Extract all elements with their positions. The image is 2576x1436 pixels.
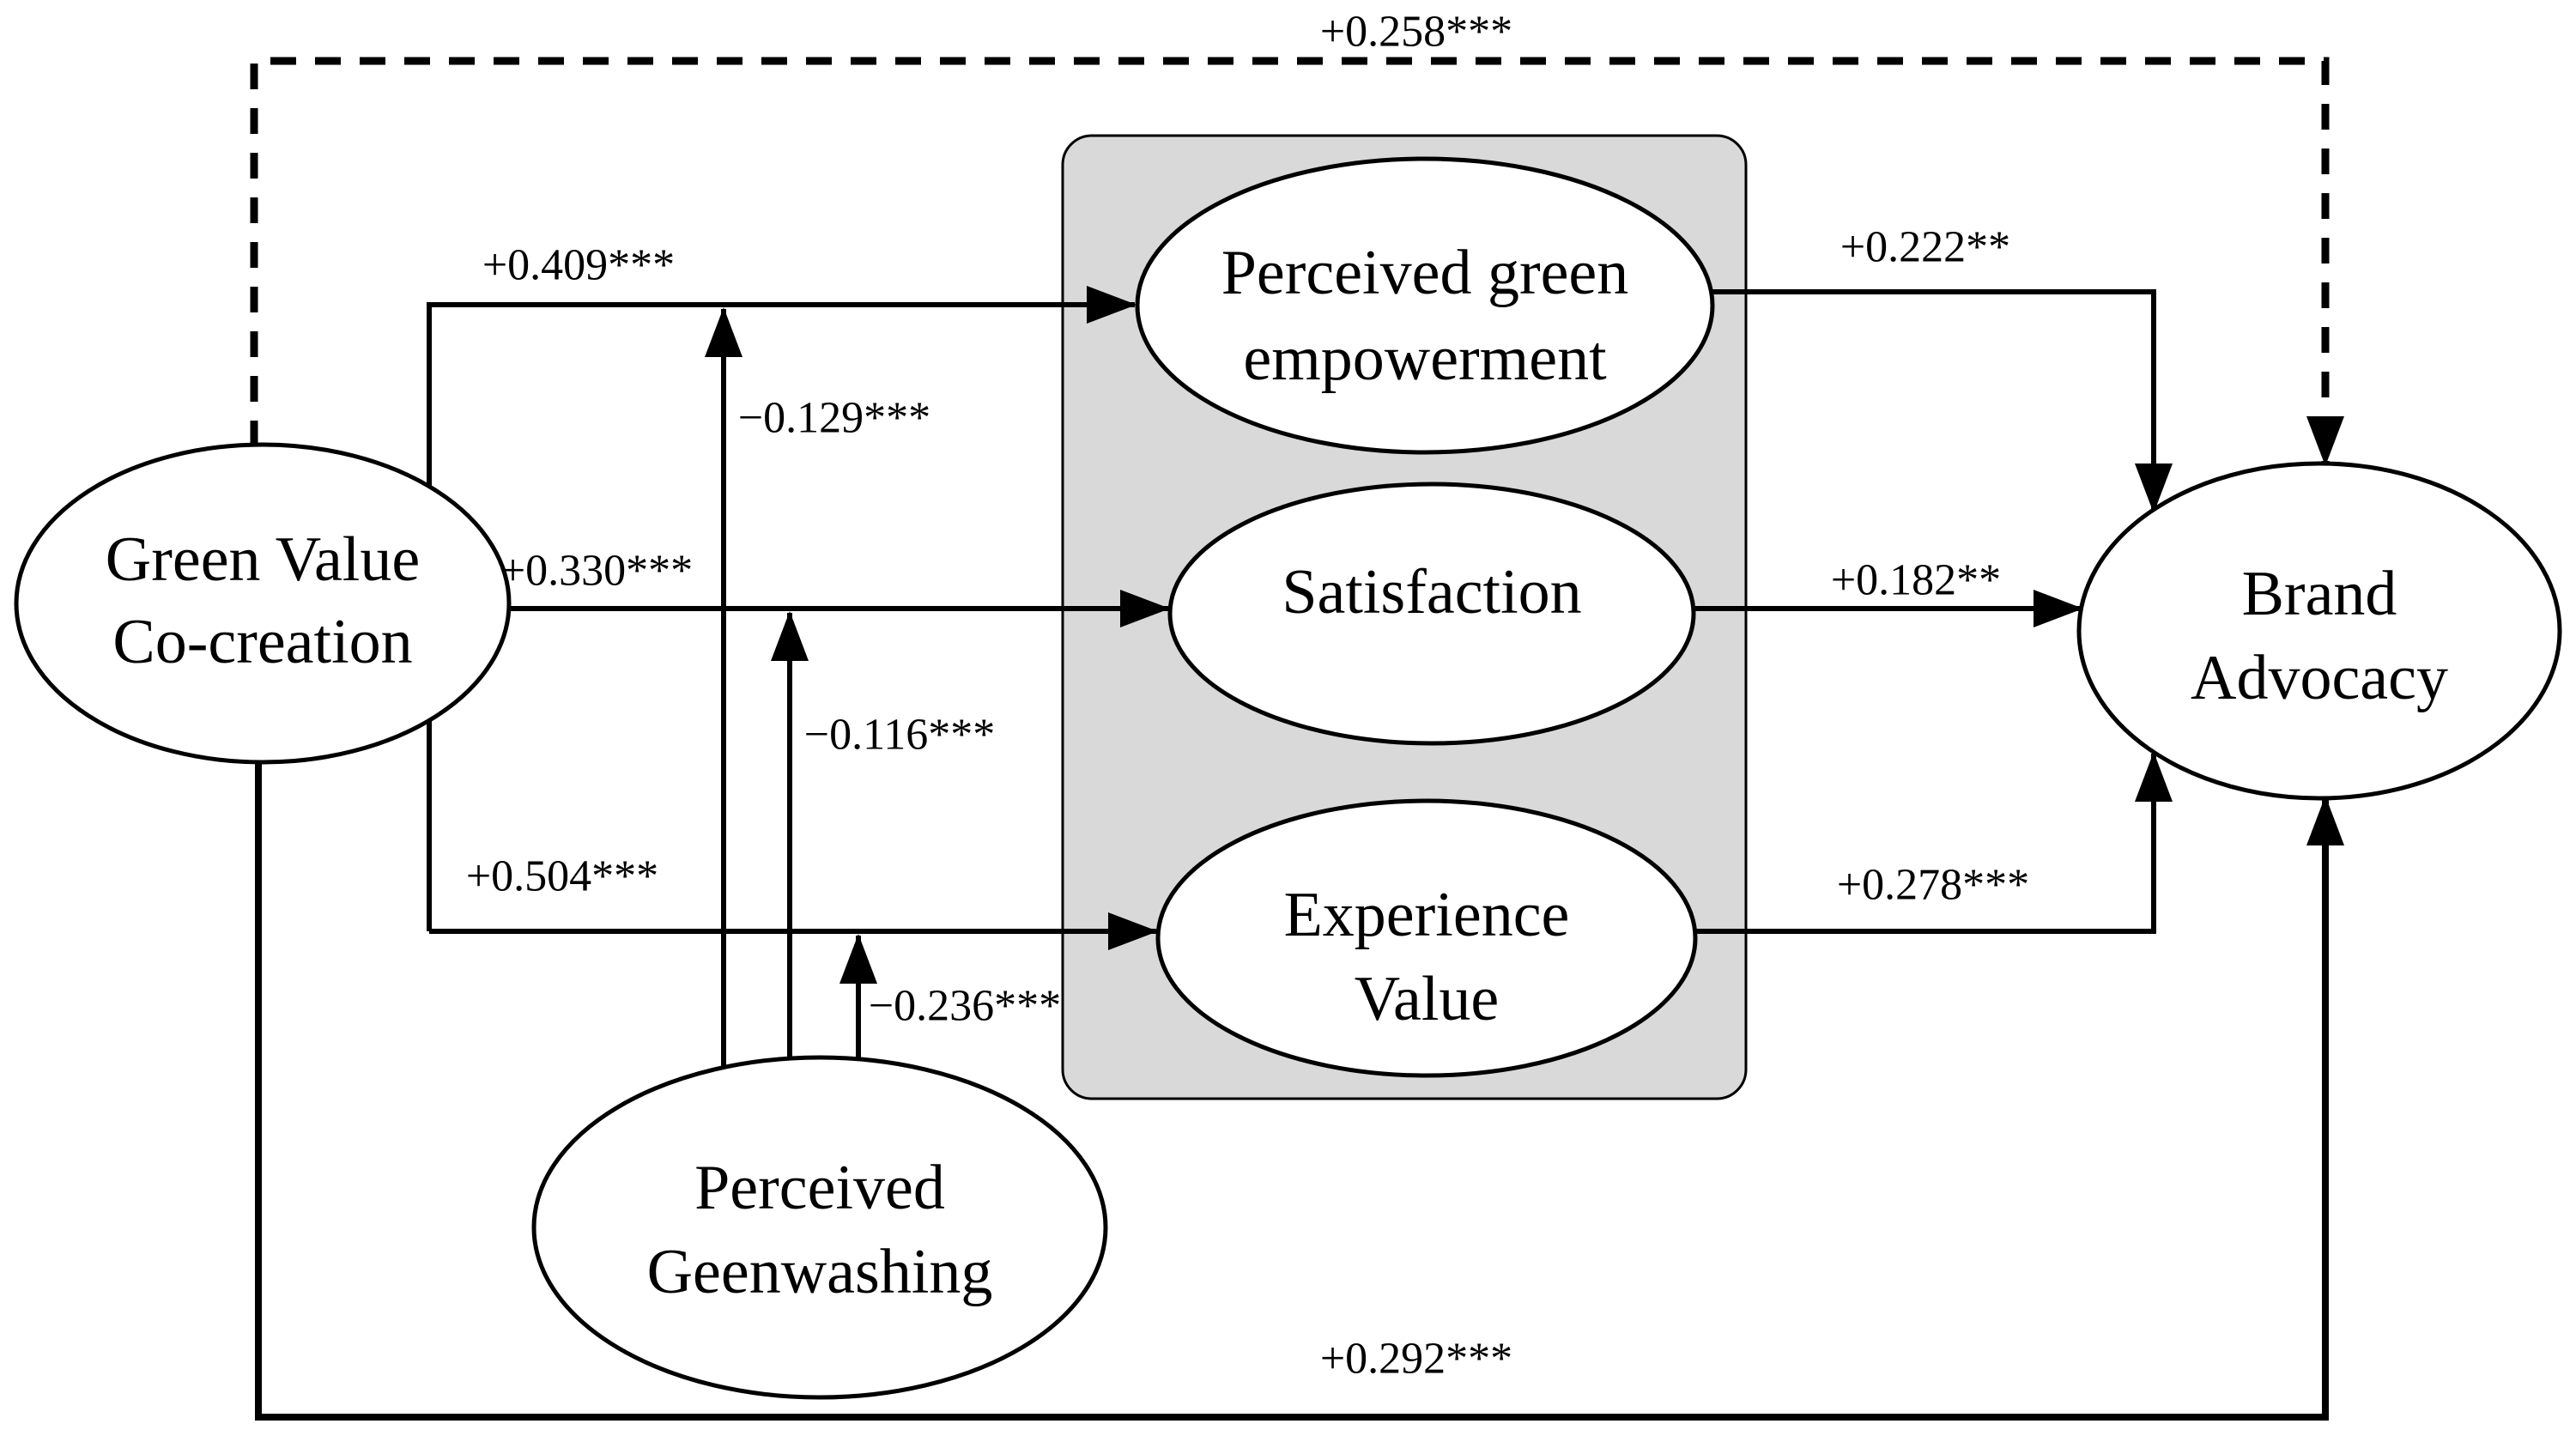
node-perceived-green-empowerment: [1135, 156, 1715, 455]
coefficient-label-greenwashing-to-experience-path: −0.236***: [869, 982, 1061, 1031]
path-gvc-to-advocacy-total: [255, 761, 2344, 1421]
node-label-satisfaction: Satisfaction: [1282, 557, 1581, 627]
coefficient-label-experience-to-advocacy: +0.278***: [1837, 861, 2029, 910]
path-experience-to-advocacy: [1695, 752, 2173, 934]
coefficient-label-greenwashing-to-empowerment-path: −0.129***: [738, 394, 930, 443]
node-brand-advocacy: [2076, 461, 2562, 801]
node-experience-value: [1155, 798, 1698, 1078]
coefficient-label-satisfaction-to-advocacy: +0.182**: [1831, 556, 2001, 605]
coefficient-label-gvc-to-satisfaction: +0.330***: [500, 547, 693, 596]
node-satisfaction: [1167, 482, 1696, 746]
coefficient-label-empowerment-to-advocacy: +0.222**: [1840, 223, 2010, 272]
coefficient-label-gvc-to-experience: +0.504***: [466, 852, 658, 901]
path-gvc-to-advocacy-direct: [250, 57, 2344, 466]
coefficient-label-greenwashing-to-satisfaction-path: −0.116***: [804, 711, 995, 760]
coefficient-label-gvc-to-advocacy-direct: +0.258***: [1320, 8, 1512, 57]
coefficient-label-gvc-to-empowerment: +0.409***: [482, 241, 675, 290]
node-perceived-greenwashing: [531, 1055, 1108, 1400]
coefficient-label-gvc-to-advocacy-total: +0.292***: [1320, 1335, 1512, 1384]
node-green-value-cocreation: [14, 442, 512, 765]
path-empowerment-to-advocacy: [1711, 289, 2173, 513]
